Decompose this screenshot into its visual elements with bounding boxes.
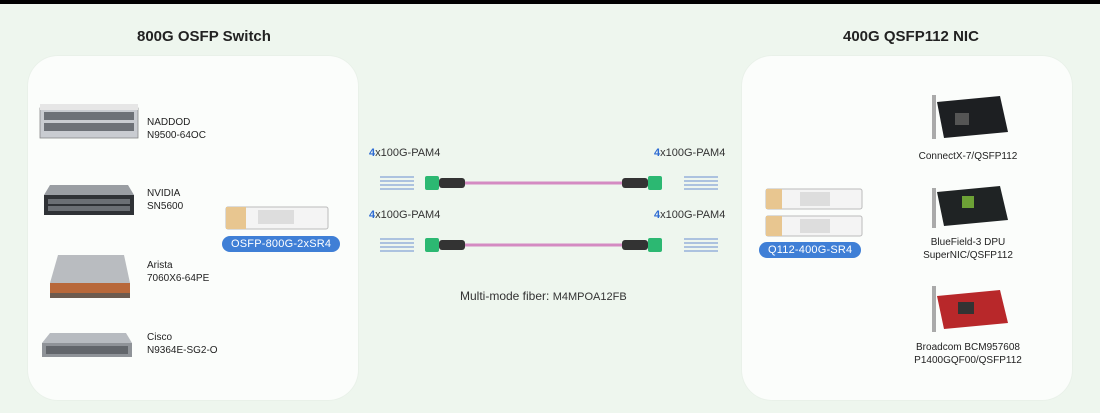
- nic-label-bluefield3: BlueField-3 DPU SuperNIC/QSFP112: [923, 237, 1013, 261]
- switch-cisco-image: [42, 333, 132, 357]
- top-border: [0, 0, 1100, 4]
- mpo-boot-left-2: [439, 240, 465, 250]
- nic-connectx7-image: [932, 95, 1008, 139]
- lane-label-right-1: 4x100G-PAM4: [654, 147, 726, 159]
- switch-arista-image: [50, 255, 130, 298]
- nic-bluefield3-image: [932, 186, 1008, 228]
- switch-label-nvidia: NVIDIA SN5600: [147, 188, 184, 212]
- mpo-connector-left-1: [425, 176, 439, 190]
- mpo-boot-left-1: [439, 178, 465, 188]
- switch-naddod-image: [39, 104, 139, 139]
- qsfp-module-badge: Q112-400G-SR4: [759, 242, 862, 258]
- mpo-connector-right-2: [648, 238, 662, 252]
- nic-label-broadcom: Broadcom BCM957608 P1400GQF00/QSFP112: [914, 342, 1022, 366]
- lane-label-left-1: 4x100G-PAM4: [369, 147, 441, 159]
- fiber-caption-label: Multi-mode fiber:: [460, 289, 550, 303]
- lane-label-left-2: 4x100G-PAM4: [369, 209, 441, 221]
- nic-label-connectx7: ConnectX-7/QSFP112: [918, 151, 1018, 162]
- nic-section-title: 400G QSFP112 NIC: [843, 28, 979, 45]
- qsfp-module-image-1: [765, 188, 863, 210]
- nic-broadcom-image: [932, 286, 1008, 332]
- switch-label-naddod: NADDOD N9500-64OC: [147, 117, 206, 141]
- fiber-link-1: [380, 176, 718, 190]
- mpo-connector-left-2: [425, 238, 439, 252]
- qsfp-module-image-2: [765, 215, 863, 237]
- signal-arrows-left-1: [380, 176, 414, 190]
- signal-arrows-right-2: [684, 238, 718, 252]
- switch-label-arista: Arista 7060X6-64PE: [147, 260, 210, 284]
- mpo-connector-right-1: [648, 176, 662, 190]
- fiber-link-2: [380, 238, 718, 252]
- switch-nvidia-image: [44, 185, 134, 215]
- signal-arrows-right-1: [684, 176, 718, 190]
- fiber-caption: Multi-mode fiber: M4MPOA12FB: [460, 289, 627, 303]
- signal-arrows-left-2: [380, 238, 414, 252]
- mpo-boot-right-1: [622, 178, 648, 188]
- lane-label-right-2: 4x100G-PAM4: [654, 209, 726, 221]
- switch-section-title: 800G OSFP Switch: [137, 28, 271, 45]
- mpo-boot-right-2: [622, 240, 648, 250]
- osfp-module-badge: OSFP-800G-2xSR4: [222, 236, 341, 252]
- osfp-module-image: [225, 206, 329, 230]
- switch-label-cisco: Cisco N9364E-SG2-O: [147, 332, 218, 356]
- fiber-caption-value: M4MPOA12FB: [552, 291, 627, 303]
